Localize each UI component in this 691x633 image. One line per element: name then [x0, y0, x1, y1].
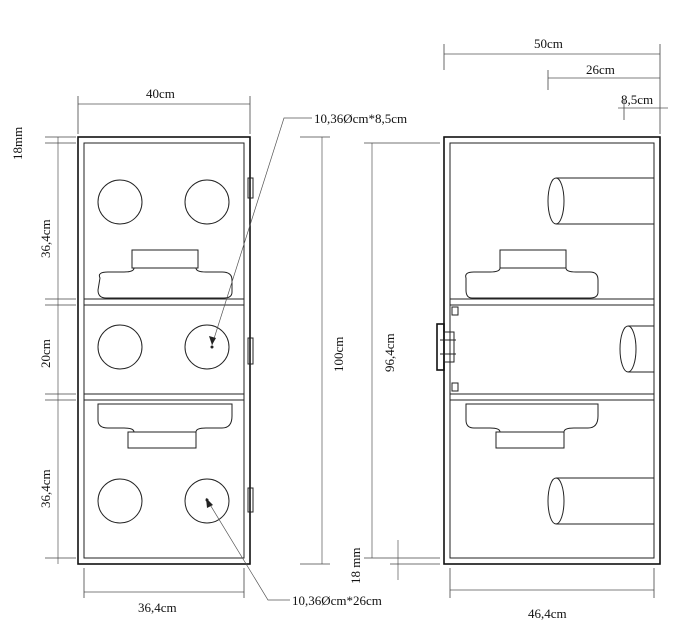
dim-side-port-long — [547, 70, 660, 90]
label-side-port-long: 26cm — [586, 62, 615, 77]
dim-side-port-short — [618, 100, 668, 120]
dim-inner-height — [364, 142, 440, 559]
side-lower-shelf — [449, 393, 655, 401]
side-bottom-driver-housing — [465, 403, 599, 433]
side-bottom-driver-plate — [495, 431, 565, 449]
front-port-bottom-right — [184, 478, 230, 524]
front-cabinet-inner — [83, 142, 245, 559]
label-side-depth: 50cm — [534, 36, 563, 51]
side-top-driver-housing — [465, 267, 599, 299]
leader-port-top — [211, 117, 312, 346]
dim-front-inner-width — [83, 568, 245, 598]
front-view — [77, 117, 312, 601]
label-bottom-chamber: 36,4cm — [38, 469, 53, 508]
side-cabinet-outline — [443, 136, 661, 565]
front-upper-shelf — [83, 298, 245, 306]
side-upper-shelf — [449, 298, 655, 306]
front-port-bottom-left — [97, 478, 143, 524]
leader-port-bottom — [205, 497, 290, 601]
side-view — [436, 136, 661, 565]
front-port-mid-left — [97, 324, 143, 370]
front-terminal-top — [247, 177, 254, 199]
label-port-top: 10,36Øcm*8,5cm — [314, 111, 407, 126]
front-lower-shelf — [83, 393, 245, 401]
front-top-driver-plate — [131, 249, 199, 269]
label-inner-height: 96,4cm — [382, 333, 397, 372]
side-port-mid — [619, 325, 637, 373]
front-top-driver-housing — [97, 267, 233, 299]
dim-total-height — [300, 136, 330, 565]
side-cabinet-inner — [449, 142, 655, 559]
label-side-inner-depth: 46,4cm — [528, 606, 567, 621]
label-total-height: 100cm — [331, 337, 346, 372]
side-port-top — [547, 177, 565, 225]
front-port-top-left — [97, 179, 143, 225]
label-front-inner-width: 36,4cm — [138, 600, 177, 615]
dim-front-left-verticals — [45, 136, 76, 564]
dim-front-width — [77, 96, 251, 134]
front-terminal-bottom — [247, 487, 254, 513]
front-cabinet-outline — [77, 136, 251, 565]
label-front-width: 40cm — [146, 86, 175, 101]
dim-bottom-thickness — [390, 540, 440, 580]
front-terminal-mid — [247, 337, 254, 365]
front-bottom-driver-housing — [97, 403, 233, 433]
side-port-bottom — [547, 477, 565, 525]
dim-side-inner-depth — [449, 568, 655, 598]
front-port-mid-right — [184, 324, 230, 370]
side-top-driver-plate — [499, 249, 567, 269]
dim-side-depth — [443, 44, 661, 134]
label-bottom-thickness: 18 mm — [348, 548, 363, 584]
label-middle-chamber: 20cm — [38, 339, 53, 368]
side-terminal-plate — [436, 323, 445, 371]
front-bottom-driver-plate — [127, 431, 197, 449]
label-side-port-short: 8,5cm — [621, 92, 653, 107]
front-port-top-right — [184, 179, 230, 225]
label-top-chamber: 36,4cm — [38, 219, 53, 258]
label-port-bottom: 10,36Øcm*26cm — [292, 593, 382, 608]
label-top-thickness: 18mm — [10, 127, 25, 160]
